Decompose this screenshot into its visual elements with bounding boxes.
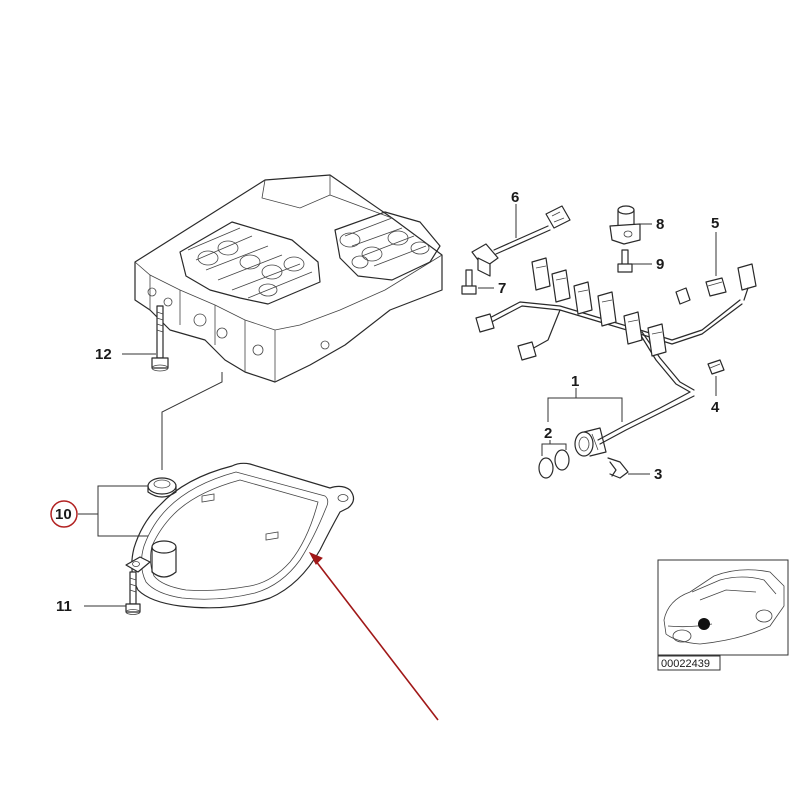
callout-1: 1 (571, 373, 579, 390)
bolt-7 (461, 269, 477, 295)
callout-2: 2 (544, 425, 552, 442)
callout-7: 7 (498, 280, 506, 297)
harness-clip-4 (707, 359, 725, 375)
location-dot (698, 618, 710, 630)
callout-10-highlight (50, 500, 78, 528)
callout-5: 5 (711, 215, 719, 232)
reference-number: 00022439 (661, 658, 710, 670)
bolt-9 (617, 249, 633, 273)
callout-4: 4 (711, 399, 720, 416)
leader-1-bracket (547, 388, 623, 422)
cable-holder-5 (705, 277, 727, 297)
leader-10-bracket (78, 485, 148, 537)
wiring-harness (475, 257, 757, 445)
callout-11: 11 (56, 598, 72, 615)
callout-9: 9 (656, 256, 664, 273)
harness-connector-plug (574, 427, 607, 457)
vehicle-location-inset: 00022439 (657, 559, 789, 671)
callout-10: 10 (55, 506, 72, 523)
bolt-11 (125, 571, 141, 615)
o-rings (538, 449, 570, 479)
valve-body (134, 174, 443, 383)
callout-3: 3 (654, 466, 662, 483)
retaining-clip (607, 457, 629, 479)
red-pointer-arrow (308, 551, 439, 721)
callout-8: 8 (656, 216, 664, 233)
transmission-filter (125, 462, 355, 609)
filter-seal-ring (147, 477, 177, 498)
leader-2-bracket (541, 440, 567, 456)
sensor-8 (609, 205, 641, 245)
sensor-6 (471, 205, 571, 277)
callout-6: 6 (511, 189, 519, 206)
bolt-12 (151, 305, 169, 372)
assembly-guide-line (161, 372, 223, 470)
callout-12: 12 (95, 346, 112, 363)
